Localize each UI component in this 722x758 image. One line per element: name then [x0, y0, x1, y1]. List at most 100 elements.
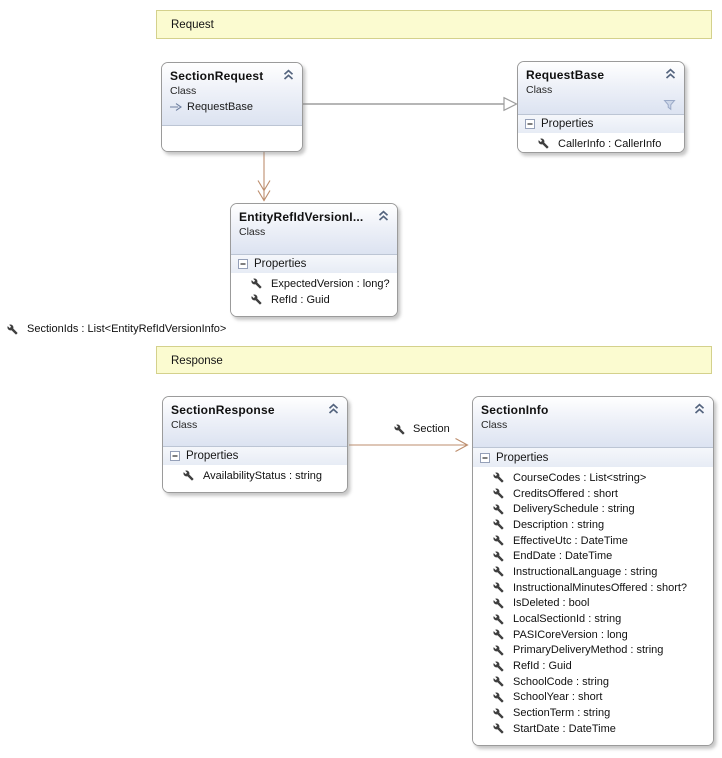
- property-row[interactable]: InstructionalMinutesOffered : short?: [473, 580, 713, 596]
- wrench-icon: [183, 470, 194, 481]
- property-row[interactable]: SchoolCode : string: [473, 674, 713, 690]
- section-association-label[interactable]: Section: [394, 423, 450, 435]
- properties-list: CallerInfo : CallerInfo: [518, 133, 684, 152]
- wrench-icon: [493, 676, 504, 687]
- collapse-chevron-icon[interactable]: [693, 403, 706, 415]
- property-text: PrimaryDeliveryMethod : string: [513, 644, 664, 657]
- property-row[interactable]: Description : string: [473, 517, 713, 533]
- class-stereotype: Class: [526, 84, 553, 96]
- property-text: CallerInfo : CallerInfo: [558, 137, 662, 150]
- collapse-minus-icon[interactable]: [238, 259, 248, 269]
- collapse-chevron-icon[interactable]: [377, 210, 390, 222]
- wrench-icon: [251, 294, 262, 305]
- section-ids-label-text: SectionIds : List<EntityRefIdVersionInfo…: [27, 323, 227, 335]
- property-text: EndDate : DateTime: [513, 550, 613, 563]
- class-title: RequestBase: [526, 68, 605, 82]
- class-box-entity-ref-id-version-info[interactable]: EntityRefIdVersionI... Class Properties …: [230, 203, 398, 317]
- inheritance-arrow-icon: [170, 102, 183, 112]
- property-text: DeliverySchedule : string: [513, 503, 635, 516]
- class-title: SectionResponse: [171, 403, 275, 417]
- class-box-section-info[interactable]: SectionInfo Class Properties CourseCodes…: [472, 396, 714, 746]
- collapse-chevron-icon[interactable]: [664, 68, 677, 80]
- property-row[interactable]: StartDate : DateTime: [473, 721, 713, 737]
- wrench-icon: [493, 723, 504, 734]
- property-row[interactable]: PrimaryDeliveryMethod : string: [473, 643, 713, 659]
- property-row[interactable]: AvailabilityStatus : string: [163, 468, 347, 484]
- section-info-header: SectionInfo Class: [473, 397, 713, 447]
- property-row[interactable]: ExpectedVersion : long?: [231, 276, 397, 292]
- properties-list: ExpectedVersion : long? RefId : Guid: [231, 273, 397, 316]
- collection-association-connector[interactable]: [257, 152, 271, 202]
- property-row[interactable]: CourseCodes : List<string>: [473, 470, 713, 486]
- inherits-row[interactable]: RequestBase: [170, 101, 294, 113]
- wrench-icon: [493, 551, 504, 562]
- class-box-section-request[interactable]: SectionRequest Class RequestBase: [161, 62, 303, 152]
- class-box-request-base[interactable]: RequestBase Class Properties CallerInfo …: [517, 61, 685, 153]
- property-text: ExpectedVersion : long?: [271, 277, 390, 290]
- wrench-icon: [493, 614, 504, 625]
- wrench-icon: [493, 598, 504, 609]
- property-row[interactable]: CallerInfo : CallerInfo: [518, 136, 684, 152]
- collapse-chevron-icon[interactable]: [327, 403, 340, 415]
- property-row[interactable]: SchoolYear : short: [473, 690, 713, 706]
- section-response-header: SectionResponse Class: [163, 397, 347, 446]
- collapse-chevron-icon[interactable]: [282, 69, 295, 81]
- entity-header: EntityRefIdVersionI... Class: [231, 204, 397, 254]
- section-ids-association-label[interactable]: SectionIds : List<EntityRefIdVersionInfo…: [7, 323, 226, 335]
- property-row[interactable]: RefId : Guid: [231, 292, 397, 308]
- property-row[interactable]: EffectiveUtc : DateTime: [473, 533, 713, 549]
- property-row[interactable]: PASICoreVersion : long: [473, 627, 713, 643]
- collapse-minus-icon[interactable]: [170, 451, 180, 461]
- property-row[interactable]: DeliverySchedule : string: [473, 501, 713, 517]
- inheritance-connector[interactable]: [303, 96, 518, 112]
- properties-label: Properties: [186, 450, 239, 462]
- properties-label: Properties: [496, 451, 549, 464]
- section-request-header: SectionRequest Class RequestBase: [162, 63, 302, 125]
- class-stereotype: Class: [239, 226, 266, 238]
- class-box-section-response[interactable]: SectionResponse Class Properties Availab…: [162, 396, 348, 493]
- property-text: CourseCodes : List<string>: [513, 471, 647, 484]
- class-stereotype: Class: [171, 419, 198, 431]
- properties-section-header[interactable]: Properties: [231, 254, 397, 273]
- property-row[interactable]: IsDeleted : bool: [473, 596, 713, 612]
- property-text: RefId : Guid: [513, 660, 572, 673]
- wrench-icon: [493, 629, 504, 640]
- class-title: SectionInfo: [481, 403, 549, 417]
- empty-compartment: [162, 125, 302, 151]
- wrench-icon: [493, 661, 504, 672]
- section-association-connector[interactable]: [349, 438, 469, 452]
- property-row[interactable]: SectionTerm : string: [473, 705, 713, 721]
- property-row[interactable]: EndDate : DateTime: [473, 548, 713, 564]
- property-text: PASICoreVersion : long: [513, 628, 628, 641]
- collapse-minus-icon[interactable]: [480, 452, 490, 463]
- properties-section-header[interactable]: Properties: [473, 447, 713, 467]
- property-row[interactable]: LocalSectionId : string: [473, 611, 713, 627]
- property-text: RefId : Guid: [271, 293, 330, 306]
- property-row[interactable]: InstructionalLanguage : string: [473, 564, 713, 580]
- properties-section-header[interactable]: Properties: [163, 446, 347, 465]
- class-stereotype: Class: [170, 85, 197, 97]
- collapse-minus-icon[interactable]: [525, 119, 535, 129]
- response-comment-label: Response: [171, 355, 223, 367]
- section-label-text: Section: [413, 423, 450, 435]
- wrench-icon: [493, 566, 504, 578]
- response-comment[interactable]: Response: [156, 346, 712, 374]
- request-comment[interactable]: Request: [156, 10, 712, 39]
- wrench-icon: [493, 504, 504, 515]
- properties-section-header[interactable]: Properties: [518, 114, 684, 133]
- properties-list: CourseCodes : List<string> CreditsOffered…: [473, 467, 713, 745]
- property-text: CreditsOffered : short: [513, 487, 618, 500]
- wrench-icon: [493, 645, 504, 656]
- wrench-icon: [394, 424, 405, 435]
- request-base-header: RequestBase Class: [518, 62, 684, 114]
- property-text: SchoolCode : string: [513, 675, 609, 688]
- request-comment-label: Request: [171, 19, 214, 31]
- property-row[interactable]: RefId : Guid: [473, 658, 713, 674]
- wrench-icon: [493, 535, 504, 546]
- property-text: InstructionalMinutesOffered : short?: [513, 581, 688, 594]
- property-row[interactable]: CreditsOffered : short: [473, 486, 713, 502]
- wrench-icon: [538, 138, 549, 149]
- filter-icon[interactable]: [663, 99, 676, 111]
- wrench-icon: [493, 708, 504, 719]
